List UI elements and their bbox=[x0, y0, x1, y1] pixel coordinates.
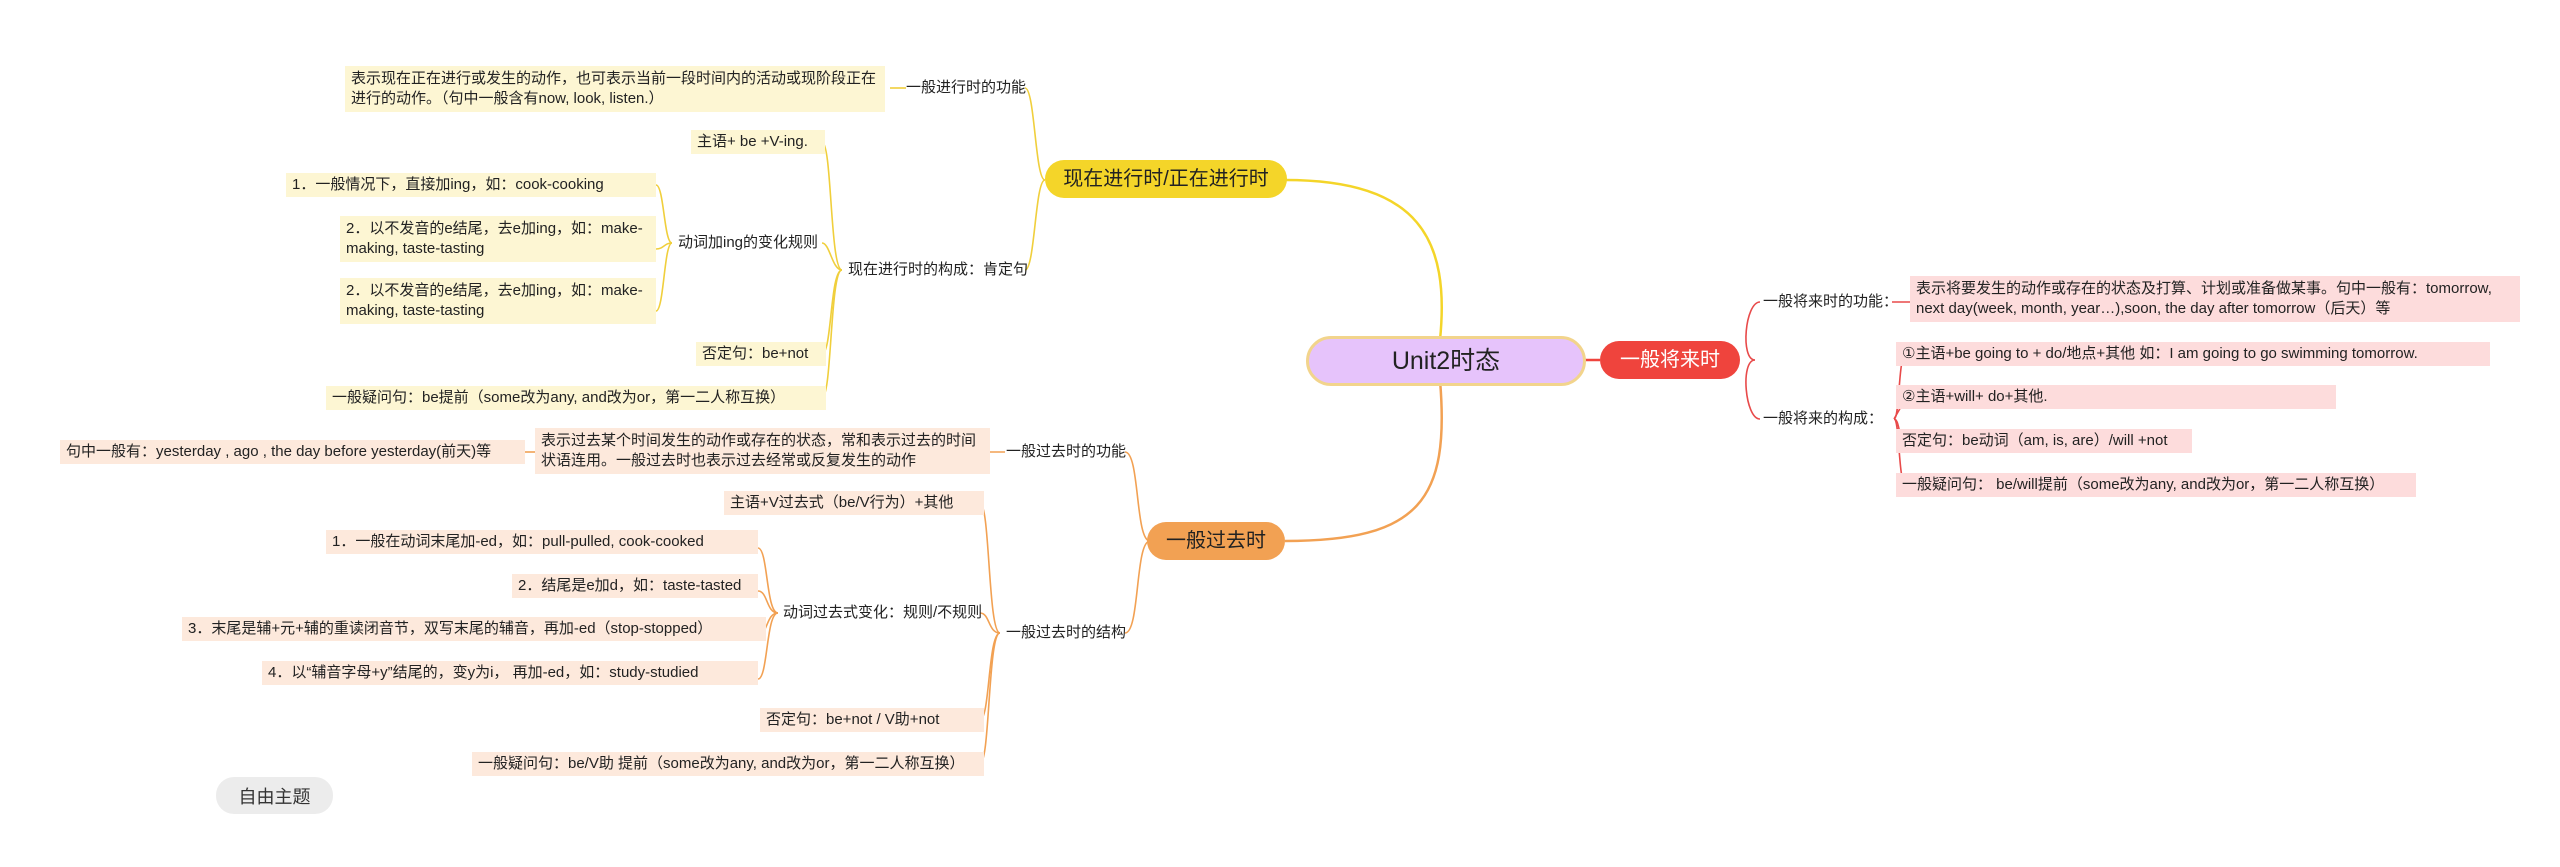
future-item-4[interactable]: 一般疑问句： be/will提前（some改为any, and改为or，第一二人… bbox=[1896, 473, 2416, 497]
past-formula[interactable]: 主语+V过去式（be/V行为）+其他 bbox=[724, 491, 984, 515]
present-function-label[interactable]: 一般进行时的功能 bbox=[906, 79, 1027, 96]
past-function-label[interactable]: 一般过去时的功能 bbox=[1006, 443, 1127, 460]
floating-topic[interactable]: 自由主题 bbox=[216, 777, 333, 814]
present-negative[interactable]: 否定句：be+not bbox=[696, 342, 826, 366]
present-formula[interactable]: 主语+ be +V-ing. bbox=[691, 130, 825, 154]
present-function-desc[interactable]: 表示现在正在进行或发生的动作，也可表示当前一段时间内的活动或现阶段正在进行的动作… bbox=[345, 66, 885, 112]
ing-rule-3[interactable]: 2．以不发音的e结尾，去e加ing，如：make-making, taste-t… bbox=[340, 278, 656, 324]
root-topic[interactable]: Unit2时态 bbox=[1306, 336, 1586, 386]
future-function-label[interactable]: 一般将来时的功能： bbox=[1763, 293, 1899, 310]
branch-simple-future[interactable]: 一般将来时 bbox=[1600, 341, 1740, 379]
past-function-desc[interactable]: 表示过去某个时间发生的动作或存在的状态，常和表示过去的时间状语连用。一般过去时也… bbox=[535, 428, 990, 474]
branch-simple-past[interactable]: 一般过去时 bbox=[1147, 522, 1285, 560]
past-change-label[interactable]: 动词过去式变化：规则/不规则 bbox=[783, 604, 983, 621]
past-rule-2[interactable]: 2．结尾是e加d，如：taste-tasted bbox=[512, 574, 758, 598]
past-question[interactable]: 一般疑问句：be/V助 提前（some改为any, and改为or，第一二人称互… bbox=[472, 752, 984, 776]
branch-present-continuous[interactable]: 现在进行时/正在进行时 bbox=[1045, 160, 1287, 198]
present-structure-label[interactable]: 现在进行时的构成：肯定句 bbox=[848, 261, 1029, 278]
past-rule-1[interactable]: 1．一般在动词末尾加-ed，如：pull-pulled, cook-cooked bbox=[326, 530, 758, 554]
past-rule-4[interactable]: 4．以“辅音字母+y”结尾的，变y为i， 再加-ed，如：study-studi… bbox=[262, 661, 758, 685]
past-rule-3[interactable]: 3．末尾是辅+元+辅的重读闭音节，双写末尾的辅音，再加-ed（stop-stop… bbox=[182, 617, 766, 641]
ing-rules-label[interactable]: 动词加ing的变化规则 bbox=[678, 234, 819, 251]
ing-rule-1[interactable]: 1．一般情况下，直接加ing，如：cook-cooking bbox=[286, 173, 656, 197]
present-question[interactable]: 一般疑问句：be提前（some改为any, and改为or，第一二人称互换） bbox=[326, 386, 826, 410]
future-structure-label[interactable]: 一般将来的构成： bbox=[1763, 410, 1884, 427]
ing-rule-2[interactable]: 2．以不发音的e结尾，去e加ing，如：make-making, taste-t… bbox=[340, 216, 656, 262]
past-structure-label[interactable]: 一般过去时的结构 bbox=[1006, 624, 1127, 641]
future-item-2[interactable]: ②主语+will+ do+其他. bbox=[1896, 385, 2336, 409]
future-item-1[interactable]: ①主语+be going to + do/地点+其他 如：I am going … bbox=[1896, 342, 2490, 366]
past-function-note[interactable]: 句中一般有：yesterday , ago , the day before y… bbox=[60, 440, 525, 464]
future-function-desc[interactable]: 表示将要发生的动作或存在的状态及打算、计划或准备做某事。句中一般有：tomorr… bbox=[1910, 276, 2520, 322]
past-negative[interactable]: 否定句：be+not / V助+not bbox=[760, 708, 984, 732]
future-item-3[interactable]: 否定句：be动词（am, is, are）/will +not bbox=[1896, 429, 2192, 453]
